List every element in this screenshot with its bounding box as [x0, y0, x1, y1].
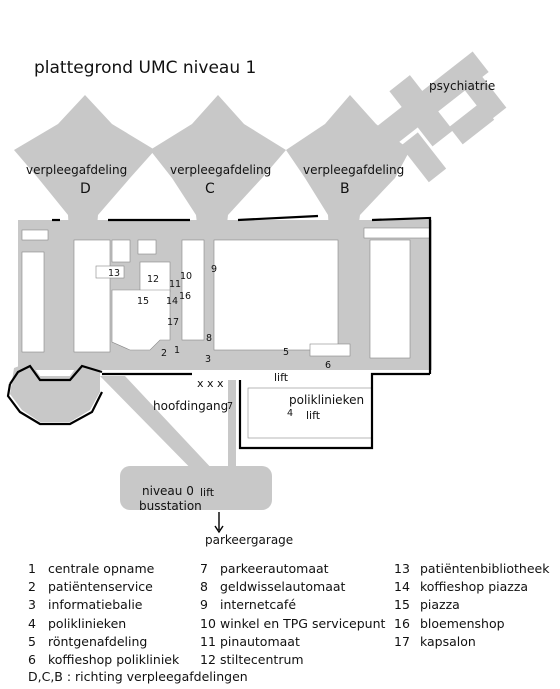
wing-b-label: verpleegafdeling	[303, 163, 404, 177]
map-marker-11: 11	[169, 279, 181, 290]
wing-c-letter: C	[205, 181, 215, 197]
wing-d	[14, 95, 155, 250]
psychiatry-label: psychiatrie	[429, 79, 495, 93]
bus-station-label: busstation	[139, 499, 202, 513]
map-marker-13: 13	[108, 268, 120, 279]
map-marker-8: 8	[206, 333, 212, 344]
legend-item: 14 koffieshop piazza	[394, 579, 529, 595]
legend-item: 4 poliklinieken	[28, 615, 127, 631]
map-marker-15: 15	[137, 296, 149, 307]
entrance-marker-icon[interactable]: x x x	[197, 377, 224, 390]
main-entrance-label: hoofdingang	[153, 399, 228, 413]
map-marker-3: 3	[205, 354, 211, 365]
lift-label-2: lift	[306, 409, 321, 422]
map-marker-2: 2	[161, 348, 167, 359]
wing-c-dome	[197, 111, 225, 135]
legend-column-3: 13 patiëntenbibliotheek 14 koffieshop pi…	[394, 560, 549, 651]
wing-d-letter: D	[80, 181, 91, 197]
legend-item: 16 bloemenshop	[394, 615, 505, 631]
map-marker-5: 5	[283, 347, 289, 358]
legend-item: 3 informatiebalie	[28, 597, 143, 613]
legend-item: 6 koffieshop polikliniek	[28, 652, 180, 668]
legend-item: 13 patiëntenbibliotheek	[394, 561, 550, 576]
map-title: plattegrond UMC niveau 1	[34, 58, 257, 78]
legend-item: 7 parkeerautomaat	[200, 561, 329, 576]
level-0-label: niveau 0	[142, 484, 194, 498]
legend-item: 10 winkel en TPG servicepunt	[200, 615, 386, 631]
legend-item: 5 röntgenafdeling	[28, 633, 148, 649]
floor-plan: x x x verpleegafdeling D verpleegafdelin…	[6, 51, 507, 547]
map-marker-10: 10	[180, 271, 192, 282]
map-marker-12: 12	[147, 274, 159, 285]
map-marker-9: 9	[211, 264, 217, 275]
footnote: D,C,B : richting verpleegafdelingen	[28, 669, 248, 684]
map-marker-6: 6	[325, 360, 331, 371]
legend-column-1: 1 centrale opname 2 patiëntenservice 3 i…	[28, 560, 179, 669]
map-marker-4: 4	[287, 408, 293, 419]
map-marker-1: 1	[174, 345, 180, 356]
outpatient-label: poliklinieken	[289, 393, 364, 407]
map-marker-17: 17	[167, 317, 179, 328]
map-marker-14: 14	[166, 296, 178, 307]
legend-item: 2 patiëntenservice	[28, 579, 153, 595]
legend-item: 17 kapsalon	[394, 633, 476, 649]
parking-garage-label: parkeergarage	[205, 533, 293, 547]
map-marker-16: 16	[179, 291, 191, 302]
legend-column-2: 7 parkeerautomaat 8 geldwisselautomaat 9…	[200, 560, 385, 669]
legend-item: 8 geldwisselautomaat	[200, 579, 346, 595]
bus-corridor	[100, 376, 230, 488]
down-arrow-icon	[214, 512, 224, 534]
legend-item: 9 internetcafé	[200, 597, 297, 613]
west-rotunda	[10, 362, 100, 422]
legend-item: 11 pinautomaat	[200, 633, 300, 649]
wing-b	[286, 95, 410, 250]
lift-label-1: lift	[274, 371, 289, 384]
legend-item: 15 piazza	[394, 597, 460, 613]
wing-b-letter: B	[340, 181, 350, 197]
wing-c-label: verpleegafdeling	[170, 163, 271, 177]
lift-label-3: lift	[200, 486, 215, 499]
map-marker-7: 7	[227, 401, 233, 412]
wing-d-label: verpleegafdeling	[26, 163, 127, 177]
wing-c	[150, 95, 286, 250]
legend-item: 12 stiltecentrum	[200, 652, 304, 668]
legend-item: 1 centrale opname	[28, 561, 155, 576]
